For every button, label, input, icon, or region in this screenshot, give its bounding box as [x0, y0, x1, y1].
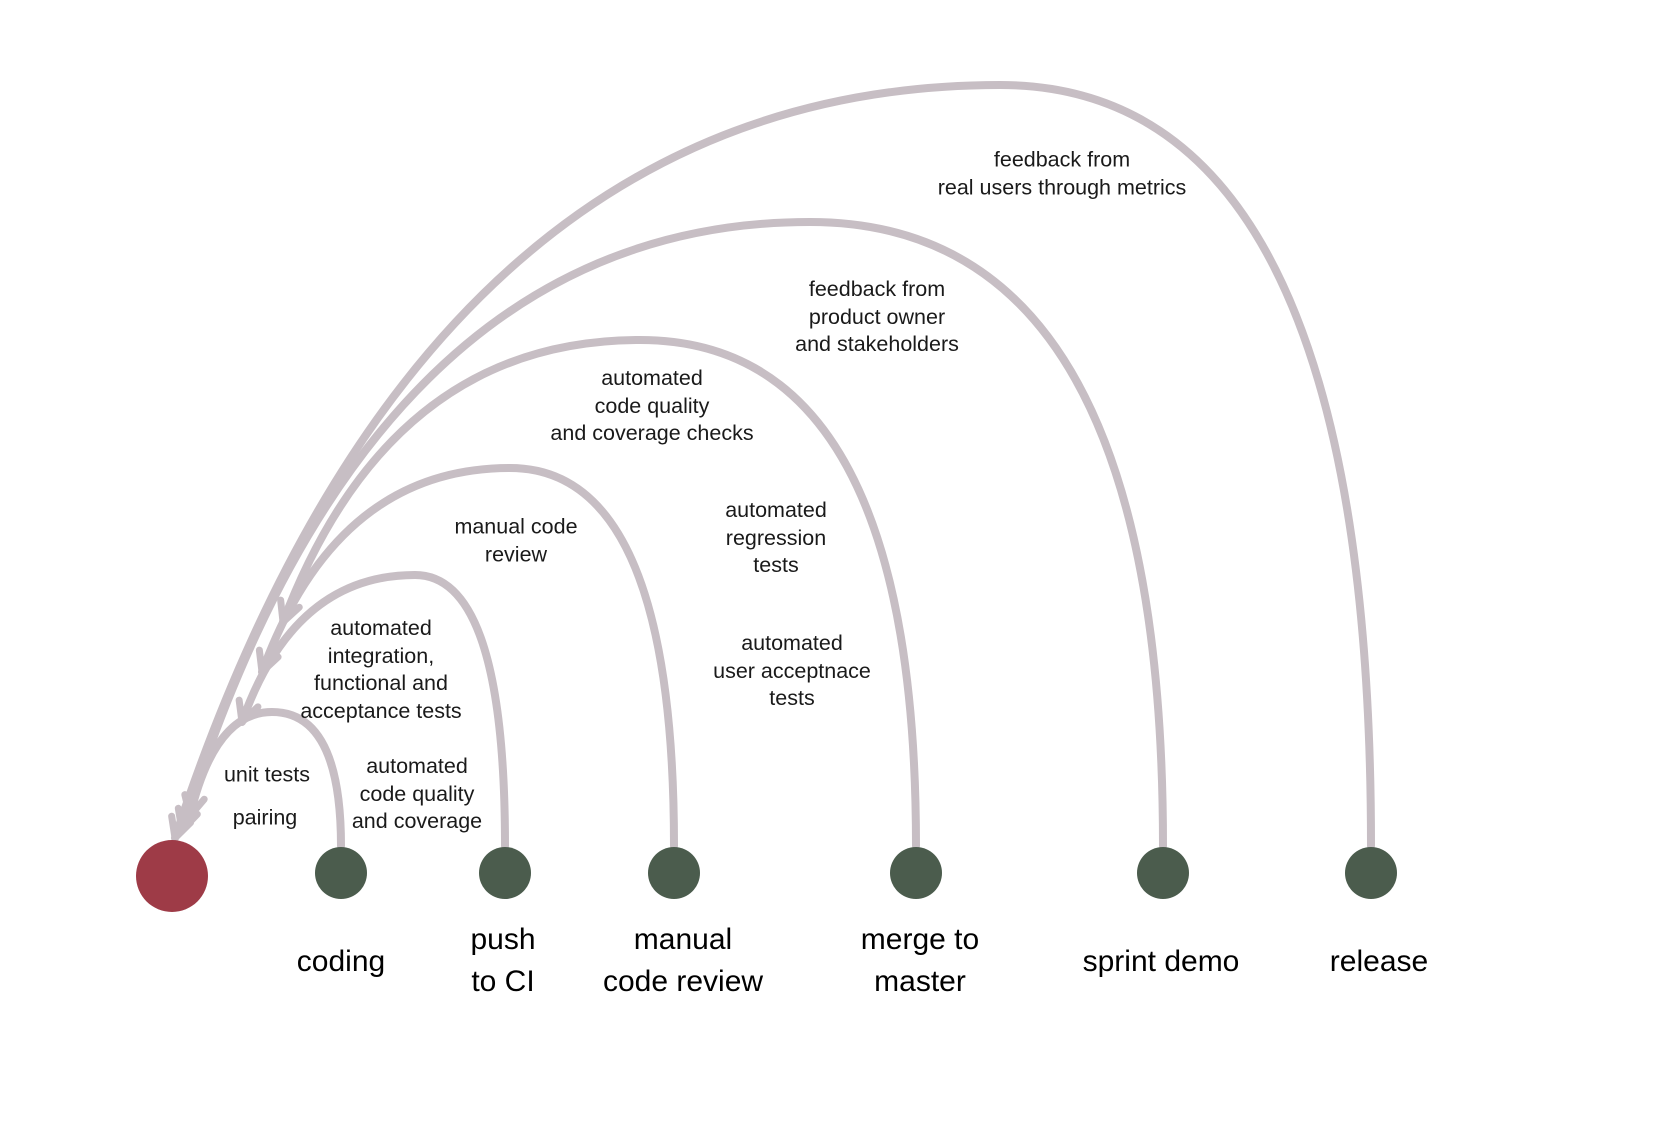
arrowhead-manual-code-review-icon [255, 646, 282, 676]
feedback-label-automated-code-quality-checks: automated code quality and coverage chec… [550, 365, 754, 445]
stage-node-release [1345, 847, 1397, 899]
feedback-arc-release [171, 80, 1375, 850]
stage-node-push-to-ci [479, 847, 531, 899]
feedback-label-manual-code-review: manual code review [454, 514, 578, 567]
stage-node-coding [315, 847, 367, 899]
arrowhead-push-to-ci-icon [235, 696, 262, 726]
feedback-arc-manual-code-review [258, 463, 678, 850]
feedback-arc-sprint-demo [178, 217, 1167, 850]
feedback-label-automated-regression-tests: automated regression tests [725, 497, 827, 577]
feedback-arc-merge-to-master [279, 335, 920, 850]
stage-label-release: release [1329, 945, 1429, 978]
feedback-label-automated-code-quality: automated code quality and coverage [351, 753, 483, 833]
stage-label-coding: coding [296, 945, 386, 978]
stage-label-manual-code-review: manual code review [602, 923, 764, 998]
arrowhead-merge-to-master-icon [277, 596, 303, 626]
feedback-label-pairing: pairing [232, 805, 298, 830]
stage-label-merge-to-master: merge to master [860, 923, 980, 998]
feedback-arc-push-to-ci [238, 570, 509, 850]
feedback-label-automated-integration-tests: automated integration, functional and ac… [300, 616, 462, 723]
stage-node-sprint-demo [1137, 847, 1189, 899]
arrowhead-release-icon [168, 812, 195, 842]
stage-node-manual-code-review [648, 847, 700, 899]
stage-label-push-to-ci: push to CI [470, 923, 536, 998]
stage-label-sprint-demo: sprint demo [1082, 945, 1240, 978]
feedback-label-feedback-product-owner: feedback from product owner and stakehol… [795, 276, 959, 356]
stage-node-merge-to-master [890, 847, 942, 899]
start-node [136, 840, 208, 912]
feedback-label-feedback-real-users: feedback from real users through metrics [937, 147, 1187, 200]
feedback-label-automated-user-acceptance-tests: automated user acceptnace tests [713, 630, 871, 710]
feedback-label-unit-tests: unit tests [223, 762, 311, 787]
